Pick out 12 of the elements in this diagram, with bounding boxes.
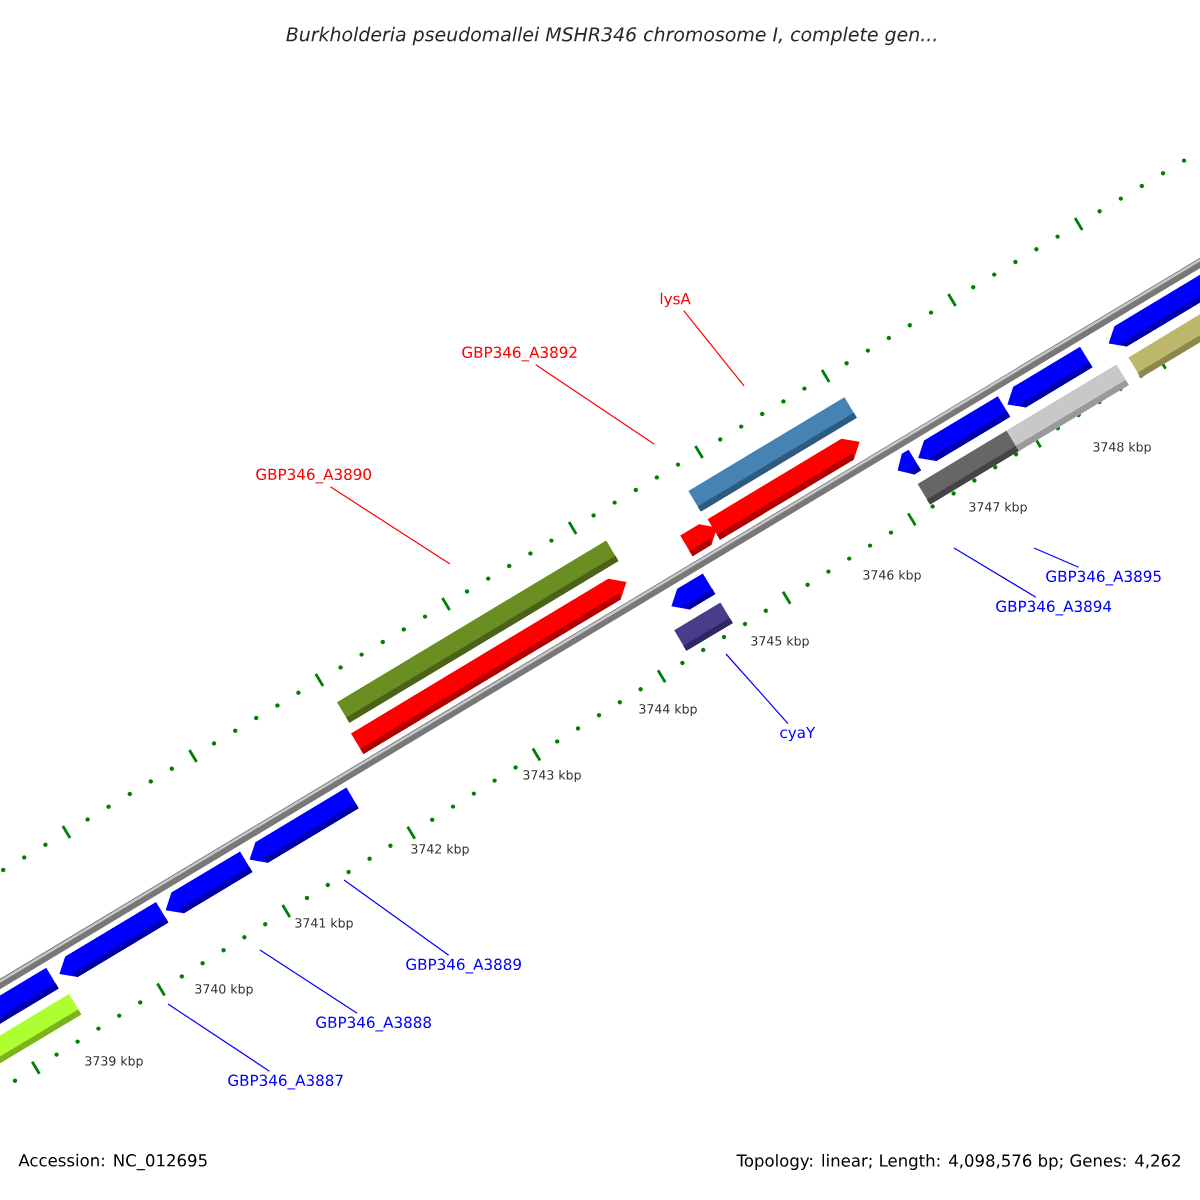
leader-line [683, 310, 745, 387]
footer-text: Accession: NC_012695 [18, 1153, 207, 1171]
leader-line [535, 364, 655, 445]
leader-line [725, 653, 789, 725]
title: Burkholderia pseudomallei MSHR346 chromosome I, complete gen... [286, 26, 936, 46]
leader-line [1033, 547, 1080, 568]
leader-line [953, 547, 1037, 598]
leader-line [167, 1003, 271, 1072]
leader-line [329, 486, 451, 565]
leader-line [259, 949, 358, 1014]
leader-line [343, 879, 450, 956]
footer-text: Topology: linear; Length: 4,098,576 bp; Genes: 4,262 [736, 1154, 1180, 1170]
